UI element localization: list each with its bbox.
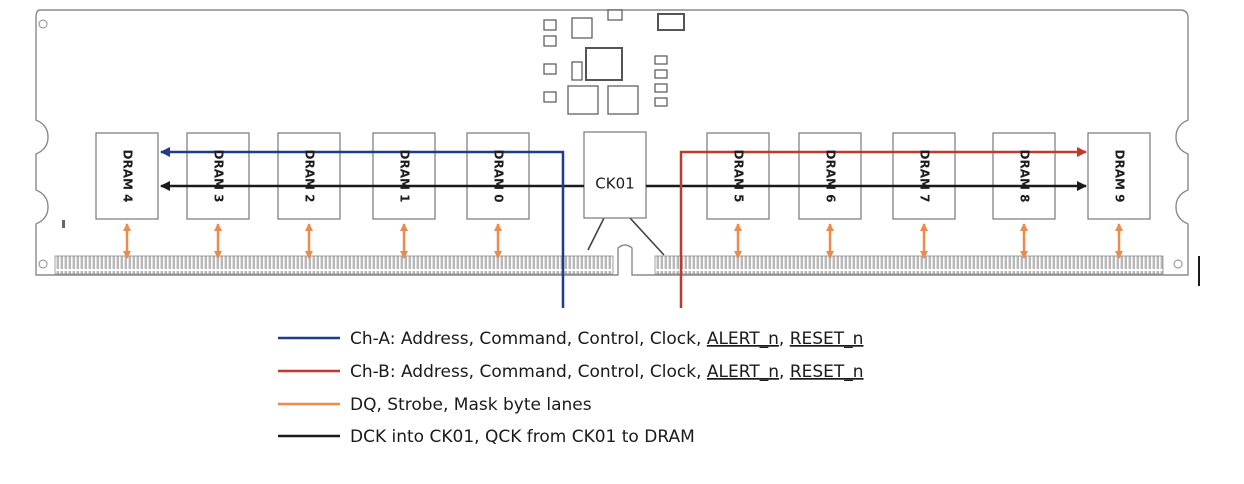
passive-components xyxy=(543,9,685,115)
dram-chip xyxy=(892,132,956,220)
legend-label-clock: DCK into CK01, QCK from CK01 to DRAM xyxy=(350,427,695,447)
dram-chip xyxy=(798,132,862,220)
ck01-label-backing xyxy=(588,172,642,194)
dram-label: DRAM 2 xyxy=(303,150,317,203)
dram-chip xyxy=(466,132,530,220)
edge-connector-right xyxy=(654,255,1164,275)
dram-label: DRAM 3 xyxy=(212,150,226,203)
mounting-hole xyxy=(1173,259,1183,269)
dram-label: DRAM 5 xyxy=(732,150,746,203)
dram-left-group xyxy=(95,132,530,220)
dram-chip xyxy=(372,132,436,220)
dram-chip xyxy=(992,132,1056,220)
dram-label: DRAM 8 xyxy=(1018,150,1032,203)
dram-label: DRAM 7 xyxy=(918,150,932,203)
legend-label-ch-b: Ch-B: Address, Command, Control, Clock, … xyxy=(350,362,864,382)
dram-label: DRAM 0 xyxy=(492,150,506,203)
legend: Ch-A: Address, Command, Control, Clock, … xyxy=(278,329,864,447)
ch-b-route xyxy=(679,147,1087,308)
dram-right-group xyxy=(706,132,1151,220)
ck01-trace xyxy=(587,217,605,251)
ck01-label: CK01 xyxy=(595,175,634,193)
mounting-hole xyxy=(38,19,48,29)
ch-a-route xyxy=(160,147,565,308)
dram-label: DRAM 4 xyxy=(121,150,135,203)
dram-label: DRAM 9 xyxy=(1113,150,1127,203)
dram-chip xyxy=(1087,132,1151,220)
dram-chip xyxy=(706,132,770,220)
mounting-hole xyxy=(38,259,48,269)
small-marker xyxy=(62,220,65,228)
dq-lanes xyxy=(123,223,1123,259)
legend-label-dq: DQ, Strobe, Mask byte lanes xyxy=(350,395,592,415)
ck01-trace xyxy=(629,217,665,256)
dram-label: DRAM 6 xyxy=(824,150,838,203)
edge-connector-left xyxy=(54,255,614,275)
dram-chip xyxy=(95,132,159,220)
legend-label-ch-a: Ch-A: Address, Command, Control, Clock, … xyxy=(350,329,863,349)
edge-marker xyxy=(1198,256,1200,286)
dram-label: DRAM 1 xyxy=(398,150,412,203)
dram-chip xyxy=(277,132,341,220)
dram-chip xyxy=(186,132,250,220)
